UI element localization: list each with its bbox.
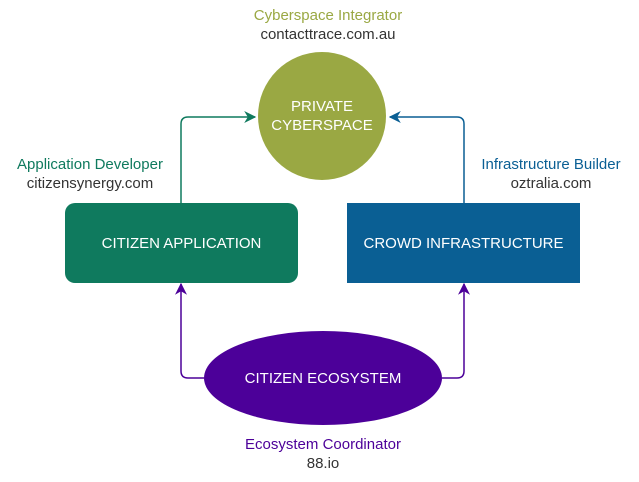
- coordinator-site: 88.io: [306, 455, 340, 472]
- connector-infra-to-cyberspace: [388, 111, 465, 203]
- crowd-infrastructure-label: CROWD INFRASTRUCTURE: [363, 234, 564, 252]
- connector-ecosystem-to-infra: [442, 282, 470, 379]
- citizen-ecosystem-label: CITIZEN ECOSYSTEM: [244, 369, 402, 387]
- crowd-infrastructure-node: [347, 203, 580, 283]
- citizen-ecosystem-node: [204, 331, 442, 425]
- citizen-application-node: [65, 203, 298, 283]
- private-cyberspace-label-line1: PRIVATE: [291, 98, 353, 115]
- connector-ecosystem-to-app: [175, 282, 204, 379]
- developer-site: citizensynergy.com: [26, 175, 154, 192]
- connector-app-to-cyberspace: [180, 111, 257, 203]
- private-cyberspace-node: [258, 52, 386, 180]
- developer-title: Application Developer: [17, 156, 163, 173]
- coordinator-title: Ecosystem Coordinator: [245, 436, 401, 453]
- builder-site: oztralia.com: [510, 175, 592, 192]
- citizen-application-label: CITIZEN APPLICATION: [101, 234, 262, 252]
- private-cyberspace-label-line2: CYBERSPACE: [271, 117, 373, 134]
- integrator-title: Cyberspace Integrator: [253, 7, 403, 24]
- builder-title: Infrastructure Builder: [481, 156, 621, 173]
- integrator-site: contacttrace.com.au: [260, 26, 396, 43]
- private-cyberspace-label: PRIVATE CYBERSPACE: [258, 86, 386, 146]
